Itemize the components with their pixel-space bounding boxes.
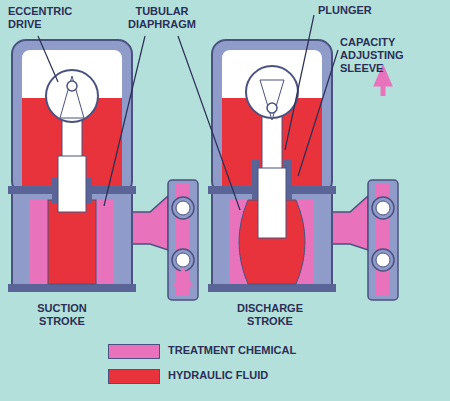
eccentric-drive-label: ECCENTRIC DRIVE — [8, 5, 80, 31]
legend-swatch — [108, 369, 160, 384]
stroke-caption: DISCHARGE STROKE — [222, 302, 318, 328]
sleeve-label: CAPACITY ADJUSTING SLEEVE — [340, 36, 422, 76]
diaphragm-label: TUBULAR DIAPHRAGM — [118, 5, 206, 31]
stroke-caption: SUCTION STROKE — [20, 302, 104, 328]
plunger-label: PLUNGER — [318, 4, 398, 17]
legend-text: TREATMENT CHEMICAL — [168, 344, 296, 356]
legend-text: HYDRAULIC FLUID — [168, 369, 268, 381]
legend-swatch — [108, 344, 160, 359]
